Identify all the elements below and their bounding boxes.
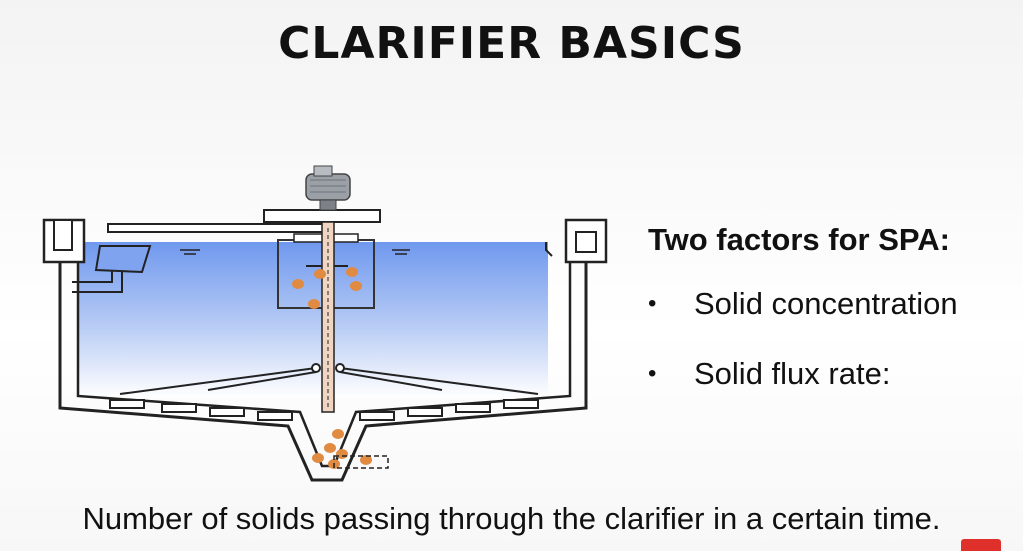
bullet: • bbox=[648, 360, 657, 387]
bullet: • bbox=[648, 290, 657, 317]
factor-item-solid-concentration: • Solid concentration bbox=[648, 282, 1018, 326]
motor-icon bbox=[305, 165, 351, 211]
slide-caption: Number of solids passing through the cla… bbox=[82, 501, 941, 536]
factors-panel: Two factors for SPA: • Solid concentrati… bbox=[648, 222, 1018, 422]
center-shaft bbox=[321, 221, 335, 413]
sludge-outlet bbox=[333, 455, 389, 469]
bridge bbox=[107, 223, 325, 233]
slide-title: CLARIFIER BASICS bbox=[278, 18, 745, 69]
clarifier-diagram bbox=[42, 165, 608, 482]
tank-wall bbox=[58, 220, 588, 482]
youtube-icon[interactable] bbox=[961, 539, 1001, 551]
factor-label: Solid concentration bbox=[694, 286, 958, 321]
factor-item-solid-flux-rate: • Solid flux rate: bbox=[648, 352, 1018, 396]
factors-heading: Two factors for SPA: bbox=[648, 222, 950, 257]
factor-label: Solid flux rate: bbox=[694, 356, 891, 391]
water-body bbox=[78, 242, 548, 398]
drive-platform bbox=[263, 209, 381, 223]
rake-arms bbox=[119, 363, 539, 395]
scraper-blades bbox=[109, 399, 539, 421]
